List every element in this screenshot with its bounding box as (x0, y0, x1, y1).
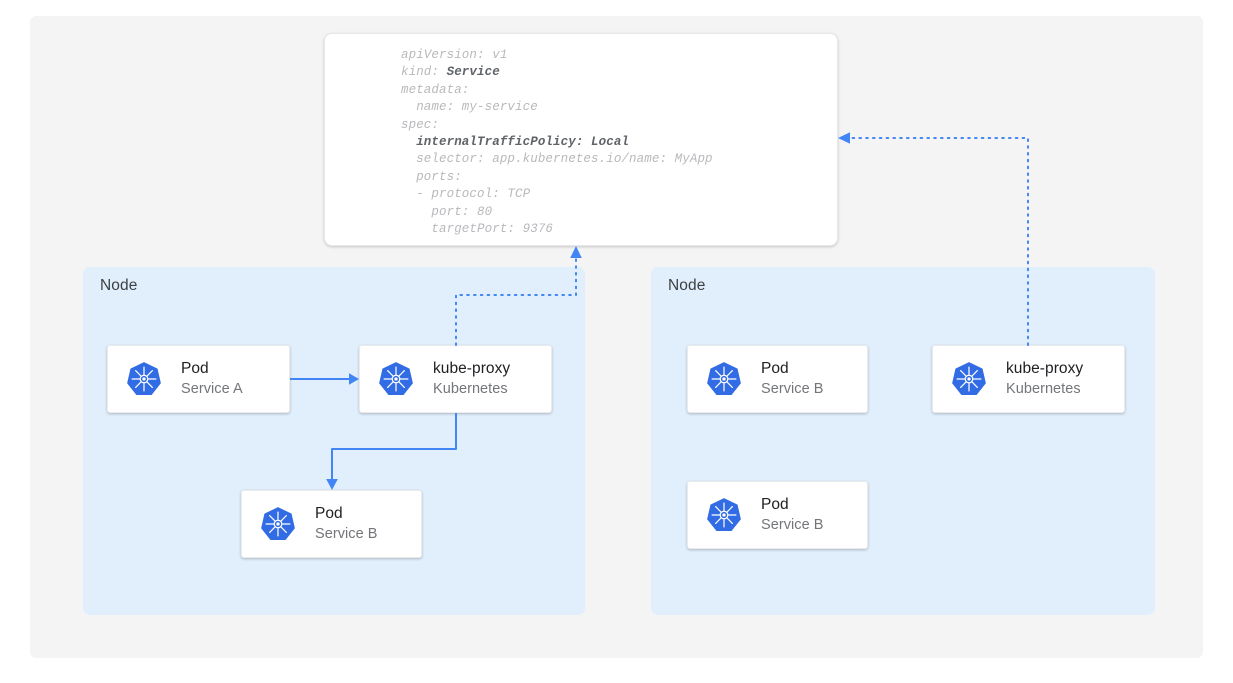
card-text: Pod Service B (315, 504, 378, 544)
card-subtitle: Service B (761, 381, 824, 397)
card-text: Pod Service B (761, 359, 824, 399)
card-title: kube-proxy (1006, 360, 1084, 377)
card-text: Pod Service A (181, 359, 243, 399)
node-label-right: Node (668, 277, 706, 294)
node-panel-right: Node (651, 267, 1155, 615)
card-pod-service-b-right-bottom[interactable]: Pod Service B (687, 481, 868, 549)
service-manifest-code: apiVersion: v1 kind: Service metadata: n… (401, 48, 713, 237)
kubernetes-icon (952, 362, 986, 395)
node-label-left: Node (100, 277, 138, 294)
card-subtitle: Kubernetes (433, 381, 508, 397)
card-title: Pod (761, 360, 789, 377)
card-subtitle: Service B (315, 526, 378, 542)
card-pod-service-b-left[interactable]: Pod Service B (241, 490, 422, 558)
card-text: Pod Service B (761, 495, 824, 535)
card-title: kube-proxy (433, 360, 511, 377)
kubernetes-icon (261, 507, 295, 540)
card-text: kube-proxy Kubernetes (433, 359, 510, 399)
card-title: Pod (315, 505, 343, 522)
kubernetes-icon (379, 362, 413, 395)
card-kube-proxy-right[interactable]: kube-proxy Kubernetes (932, 345, 1125, 413)
service-manifest-card: apiVersion: v1 kind: Service metadata: n… (324, 33, 838, 246)
card-kube-proxy-left[interactable]: kube-proxy Kubernetes (359, 345, 552, 413)
card-pod-service-a[interactable]: Pod Service A (107, 345, 290, 413)
kubernetes-icon (127, 362, 161, 395)
card-pod-service-b-right-top[interactable]: Pod Service B (687, 345, 868, 413)
card-subtitle: Kubernetes (1006, 381, 1081, 397)
card-subtitle: Service A (181, 381, 243, 397)
kubernetes-icon (707, 498, 741, 531)
node-panel-left: Node (83, 267, 585, 615)
card-title: Pod (761, 496, 789, 513)
card-subtitle: Service B (761, 517, 824, 533)
card-text: kube-proxy Kubernetes (1006, 359, 1083, 399)
kubernetes-icon (707, 362, 741, 395)
card-title: Pod (181, 360, 209, 377)
